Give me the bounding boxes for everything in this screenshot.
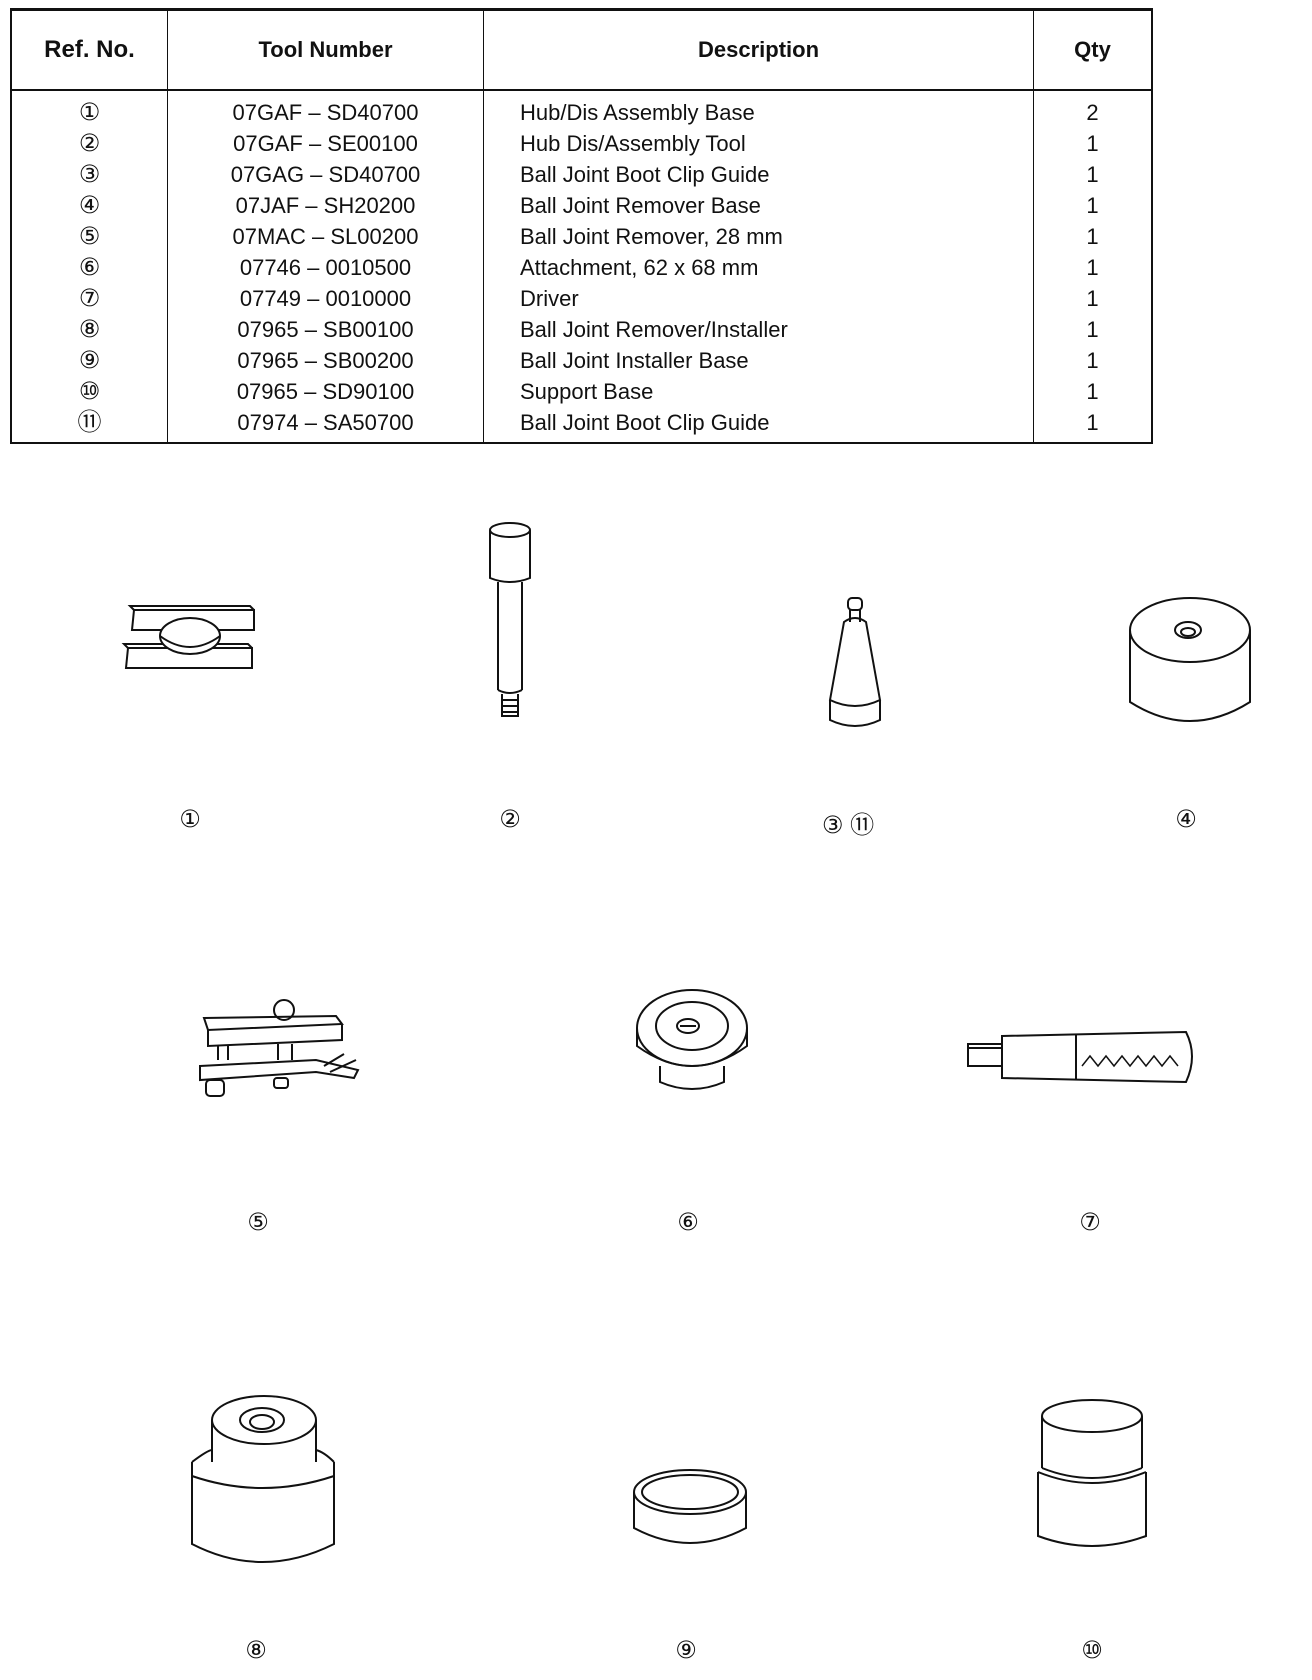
table-row: ③ 07GAG – SD40700 Ball Joint Boot Clip G… <box>11 159 1152 190</box>
table-row: ⑪ 07974 – SA50700 Ball Joint Boot Clip G… <box>11 407 1152 443</box>
figure-label-6: ⑥ <box>677 1209 699 1236</box>
attachment-illustration <box>636 989 748 1090</box>
table-row: ② 07GAF – SE00100 Hub Dis/Assembly Tool … <box>11 128 1152 159</box>
description-cell: Ball Joint Remover/Installer <box>483 314 1034 345</box>
description-cell: Ball Joint Remover Base <box>483 190 1034 221</box>
remover-base-illustration <box>1129 597 1251 722</box>
table-row: ⑦ 07749 – 0010000 Driver 1 <box>11 283 1152 314</box>
table-row: ⑩ 07965 – SD90100 Support Base 1 <box>11 376 1152 407</box>
qty-cell: 1 <box>1086 379 1099 404</box>
tool-number-cell: 07749 – 0010000 <box>167 283 484 314</box>
tool-number-cell: 07974 – SA50700 <box>167 407 484 443</box>
tool-number-cell: 07MAC – SL00200 <box>167 221 484 252</box>
qty-cell: 1 <box>1086 224 1099 249</box>
table-row: ⑥ 07746 – 0010500 Attachment, 62 x 68 mm… <box>11 252 1152 283</box>
qty-cell: 1 <box>1086 162 1099 187</box>
tool-number-cell: 07965 – SD90100 <box>167 376 484 407</box>
figure-label-1: ① <box>179 806 201 833</box>
driver-illustration <box>967 1030 1193 1084</box>
table-row: ⑧ 07965 – SB00100 Ball Joint Remover/Ins… <box>11 314 1152 345</box>
header-qty: Qty <box>1033 9 1152 91</box>
description-cell: Ball Joint Remover, 28 mm <box>483 221 1034 252</box>
ref-cell: ⑩ <box>11 376 168 407</box>
boot-clip-guide-illustration <box>828 597 882 727</box>
header-ref-no: Ref. No. <box>11 9 168 91</box>
description-cell: Ball Joint Installer Base <box>483 345 1034 376</box>
hub-assembly-base-illustration <box>121 605 255 669</box>
installer-base-illustration <box>633 1469 747 1544</box>
table-header-row: Ref. No. Tool Number Description Qty <box>11 9 1152 91</box>
ref-cell: ⑪ <box>11 407 168 443</box>
description-cell: Hub/Dis Assembly Base <box>483 90 1034 128</box>
figure-label-2: ② <box>499 806 521 833</box>
tool-number-cell: 07965 – SB00200 <box>167 345 484 376</box>
ref-cell: ⑦ <box>11 283 168 314</box>
tool-number-cell: 07GAF – SE00100 <box>167 128 484 159</box>
tool-number-cell: 07GAG – SD40700 <box>167 159 484 190</box>
ref-cell: ③ <box>11 159 168 190</box>
qty-cell: 1 <box>1086 317 1099 342</box>
description-cell: Ball Joint Boot Clip Guide <box>483 407 1034 443</box>
figure-label-4: ④ <box>1175 806 1197 833</box>
description-cell: Ball Joint Boot Clip Guide <box>483 159 1034 190</box>
ref-cell: ② <box>11 128 168 159</box>
ref-cell: ⑨ <box>11 345 168 376</box>
tool-number-cell: 07746 – 0010500 <box>167 252 484 283</box>
table-row: ④ 07JAF – SH20200 Ball Joint Remover Bas… <box>11 190 1152 221</box>
ref-cell: ① <box>11 90 168 128</box>
header-tool-number: Tool Number <box>167 9 484 91</box>
table-row: ⑤ 07MAC – SL00200 Ball Joint Remover, 28… <box>11 221 1152 252</box>
tool-number-cell: 07965 – SB00100 <box>167 314 484 345</box>
header-description: Description <box>483 9 1034 91</box>
ball-joint-remover-illustration <box>199 999 360 1097</box>
qty-cell: 1 <box>1086 286 1099 311</box>
support-base-illustration <box>1037 1399 1147 1547</box>
ref-cell: ④ <box>11 190 168 221</box>
description-cell: Hub Dis/Assembly Tool <box>483 128 1034 159</box>
ref-cell: ⑤ <box>11 221 168 252</box>
remover-installer-illustration <box>191 1395 335 1563</box>
table-row: ① 07GAF – SD40700 Hub/Dis Assembly Base … <box>11 90 1152 128</box>
qty-cell: 1 <box>1086 348 1099 373</box>
tool-number-cell: 07GAF – SD40700 <box>167 90 484 128</box>
qty-cell: 1 <box>1086 410 1099 435</box>
qty-cell: 1 <box>1086 255 1099 280</box>
figure-label-10: ⑩ <box>1081 1637 1103 1664</box>
description-cell: Attachment, 62 x 68 mm <box>483 252 1034 283</box>
description-cell: Support Base <box>483 376 1034 407</box>
hub-assembly-tool-illustration <box>489 522 531 717</box>
qty-cell: 1 <box>1086 193 1099 218</box>
figure-label-8: ⑧ <box>245 1637 267 1664</box>
figure-label-9: ⑨ <box>675 1637 697 1664</box>
figure-label-5: ⑤ <box>247 1209 269 1236</box>
qty-cell: 1 <box>1086 131 1099 156</box>
ref-cell: ⑥ <box>11 252 168 283</box>
tool-number-cell: 07JAF – SH20200 <box>167 190 484 221</box>
table-row: ⑨ 07965 – SB00200 Ball Joint Installer B… <box>11 345 1152 376</box>
figure-label-3-11: ③ ⑪ <box>821 812 875 839</box>
ref-cell: ⑧ <box>11 314 168 345</box>
qty-cell: 2 <box>1086 100 1099 125</box>
figure-label-7: ⑦ <box>1079 1209 1101 1236</box>
description-cell: Driver <box>483 283 1034 314</box>
special-tools-table: Ref. No. Tool Number Description Qty ① 0… <box>10 8 1153 444</box>
